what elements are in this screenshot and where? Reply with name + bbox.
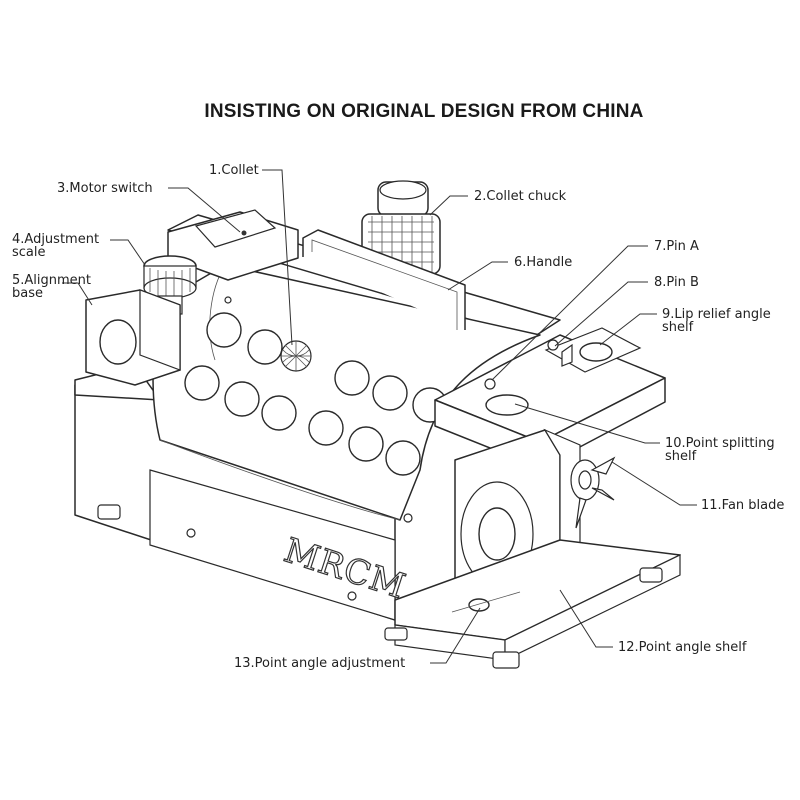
label-alignment-base-line2: base [12, 286, 43, 301]
label-pin-a: 7.Pin A [654, 239, 699, 254]
label-point-splitting-line1: 10.Point splitting [665, 436, 775, 451]
label-collet: 1.Collet [209, 163, 259, 178]
label-lip-relief-line1: 9.Lip relief angle [662, 307, 771, 322]
label-adjustment-scale-line1: 4.Adjustment [12, 232, 99, 247]
label-handle: 6.Handle [514, 255, 572, 270]
handle-bar [302, 229, 466, 330]
label-collet-chuck: 2.Collet chuck [474, 189, 567, 204]
label-point-splitting-line2: shelf [665, 449, 697, 464]
label-point-angle-shelf: 12.Point angle shelf [618, 640, 747, 655]
collet-mesh [280, 340, 312, 372]
point-angle-adjust-screw [468, 598, 490, 612]
fan-blade [570, 456, 616, 529]
label-pin-b: 8.Pin B [654, 275, 699, 290]
label-point-angle-adjustment: 13.Point angle adjustment [234, 656, 405, 671]
label-alignment-base-line1: 5.Alignment [12, 273, 91, 288]
machine-drawing: MRCM [74, 180, 681, 669]
diagram-title: INSISTING ON ORIGINAL DESIGN FROM CHINA [204, 101, 644, 122]
point-splitting-hole [485, 394, 529, 416]
label-fan-blade: 11.Fan blade [701, 498, 784, 513]
leader-lines [62, 169, 697, 664]
label-motor-switch: 3.Motor switch [57, 181, 153, 196]
label-adjustment-scale-line2: scale [12, 245, 46, 260]
label-lip-relief-line2: shelf [662, 320, 694, 335]
